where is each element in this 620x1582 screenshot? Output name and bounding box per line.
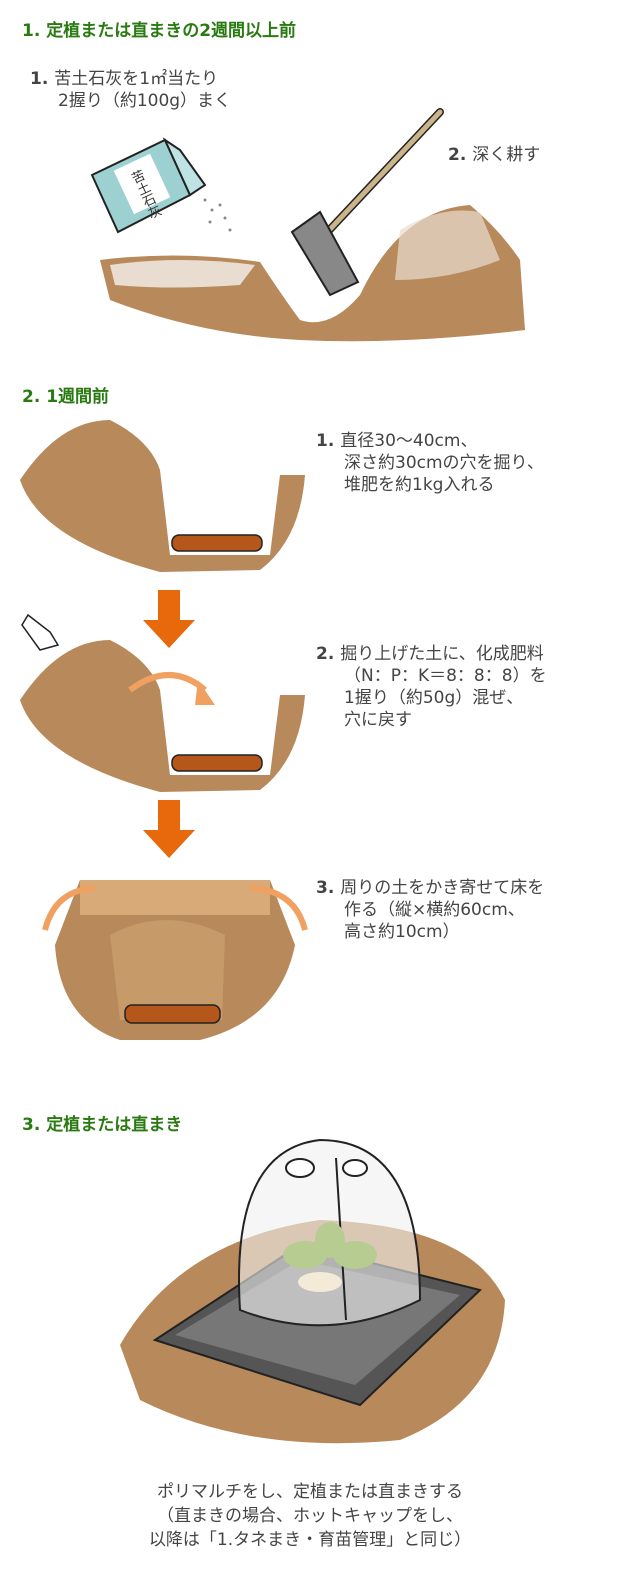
step-text: 1握り（約50g）混ぜ、 (344, 688, 524, 708)
section-heading-3: 3. 定植または直まき (22, 1115, 183, 1135)
down-arrow-icon (143, 590, 195, 648)
caption-line: （直まきの場合、ホットキャップをし、 (157, 1506, 463, 1526)
mix-fertilizer-illustration (20, 613, 305, 792)
step-2-1: 1.直径30〜40cm、 深さ約30cmの穴を掘り、 堆肥を約1kg入れる (316, 430, 544, 496)
step-text: 堆肥を約1kg入れる (344, 475, 495, 495)
step-text: 作る（縦×横約60cm、 (344, 900, 525, 920)
step-number: 1. (316, 431, 335, 451)
bed-illustration (42, 880, 308, 1040)
step-2-2: 2.掘り上げた土に、化成肥料 （N：P：K＝8：8：8）を 1握り（約50g）混… (316, 643, 547, 731)
step-text: 穴に戻す (344, 710, 412, 730)
caption-line: ポリマルチをし、定植または直まきする (157, 1482, 463, 1502)
step-number: 1. (30, 69, 49, 89)
step-text: 掘り上げた土に、化成肥料 (340, 644, 544, 664)
step-number: 3. (316, 878, 335, 898)
step-text: 2握り（約100g）まく (58, 91, 232, 111)
hand-icon (21, 613, 60, 651)
step-text: 直径30〜40cm、 (340, 431, 478, 451)
hoe-illustration (290, 108, 444, 297)
mulch-hotcap-illustration (120, 1138, 505, 1444)
step-1-2: 2.深く耕す (448, 144, 540, 166)
tilled-soil-illustration (100, 205, 525, 342)
down-arrow-icon-2 (143, 800, 195, 858)
step-text: 周りの土をかき寄せて床を (340, 878, 545, 898)
caption-line: 以降は「1.タネまき・育苗管理」と同じ） (148, 1530, 472, 1550)
step-text: （N：P：K＝8：8：8）を (344, 666, 547, 686)
step-1-1: 1.苦土石灰を1㎡当たり 2握り（約100g）まく (30, 68, 231, 112)
step-text: 深さ約30cmの穴を掘り、 (344, 453, 544, 473)
step-text: 高さ約10cm） (344, 922, 460, 942)
step-text: 深く耕す (472, 145, 541, 165)
dig-hole-illustration (20, 420, 305, 572)
section-heading-1: 1. 定植または直まきの2週間以上前 (22, 21, 297, 41)
step-number: 2. (448, 145, 467, 165)
step-text: 苦土石灰を1㎡当たり (54, 69, 219, 89)
lime-bag-illustration (90, 137, 232, 234)
section-heading-2: 2. 1週間前 (22, 387, 110, 407)
step-2-3: 3.周りの土をかき寄せて床を 作る（縦×横約60cm、 高さ約10cm） (316, 877, 544, 943)
step-number: 2. (316, 644, 335, 664)
caption: ポリマルチをし、定植または直まきする （直まきの場合、ホットキャップをし、 以降… (0, 1480, 620, 1552)
